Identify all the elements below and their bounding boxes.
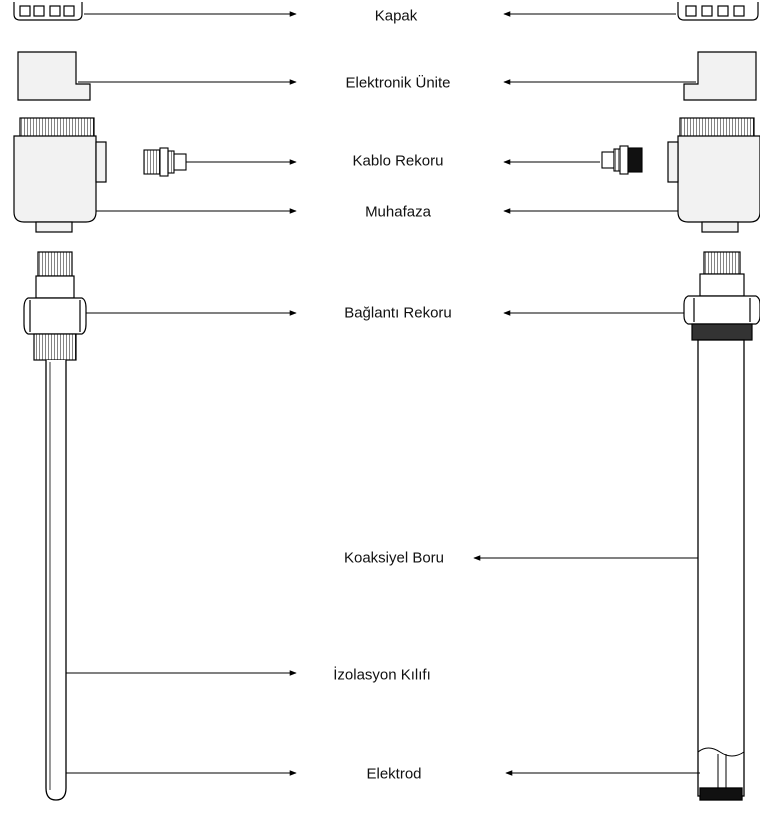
label-izolasyon-kilifi: İzolasyon Kılıfı [333,666,431,684]
label-elektrod: Elektrod [366,765,422,783]
right-electronic-unit [683,51,757,101]
label-baglanti-rekoru: Bağlantı Rekoru [344,304,452,322]
leader-lines [66,11,700,776]
right-process-fitting [683,251,760,341]
label-elektronik-unite: Elektronik Ünite [345,74,451,92]
right-cover [677,2,759,21]
right-cable-gland [601,145,643,175]
label-kapak: Kapak [374,7,418,25]
label-kablo-rekoru: Kablo Rekoru [352,152,444,170]
label-koaksiyel-boru: Koaksiyel Boru [343,549,445,567]
left-insulated-rod [45,360,67,801]
left-housing [13,117,107,233]
label-muhafaza: Muhafaza [365,203,431,221]
left-process-fitting [23,251,87,361]
left-electronic-unit [17,51,91,101]
left-cable-gland [143,147,187,177]
right-housing [667,117,760,233]
right-coaxial-tube [697,339,745,801]
left-cover [13,2,83,21]
